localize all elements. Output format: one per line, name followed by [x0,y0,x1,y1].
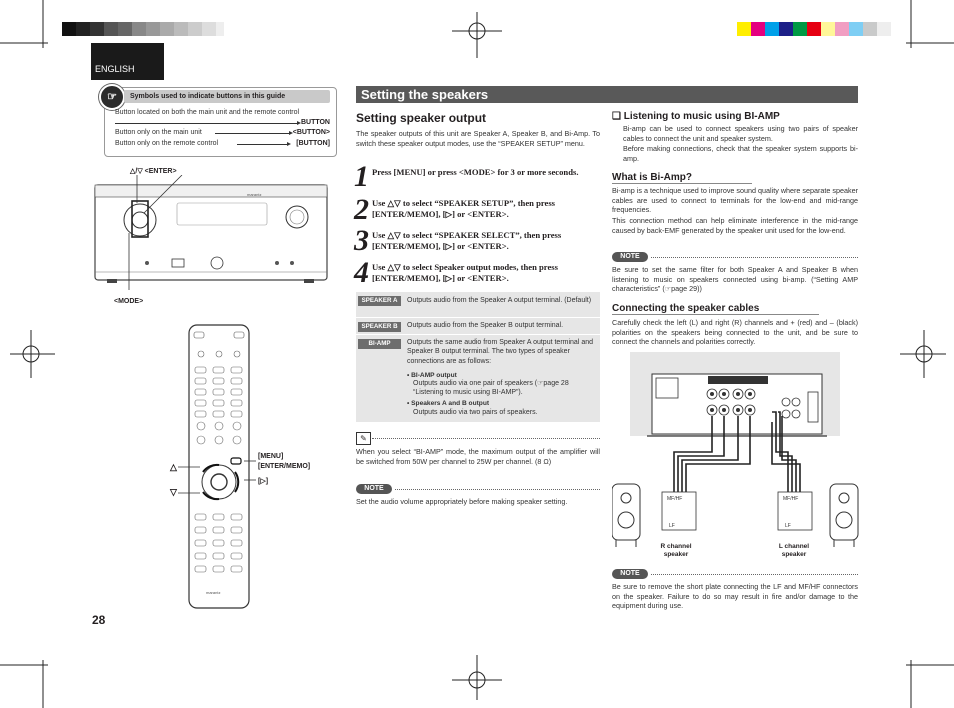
memo-text: When you select “BI-AMP” mode, the maxim… [356,447,600,466]
biamp-note2-text: Be sure to remove the short plate connec… [612,582,858,611]
svg-text:marantz: marantz [247,192,261,197]
note-label: NOTE [612,252,648,262]
button-symbols-legend: ☞ Symbols used to indicate buttons in th… [99,84,337,157]
step-number: 2 [354,193,369,226]
remote-right-label: [▷] [258,478,269,485]
note-label: NOTE [356,484,392,494]
legend-row-desc: Button only on the remote control [115,140,219,147]
biamp-option-desc: Outputs audio via two pairs of speakers. [413,409,538,416]
svg-text:LF: LF [785,523,791,529]
page-number: 28 [92,613,106,627]
note-label: NOTE [612,569,648,579]
legend-row-desc: Button only on the main unit [115,129,202,136]
language-tab: ENGLISH [91,43,164,80]
mode-desc: Outputs audio from the Speaker A output … [407,297,592,304]
step-number: 4 [354,256,369,289]
step-number: 1 [354,160,369,193]
step-text: Use △▽ to select Speaker output modes, t… [372,262,558,283]
mode-tag: SPEAKER A [358,296,401,306]
mode-button-label: <MODE> [114,298,144,305]
legend-row-key: <BUTTON> [292,129,330,136]
biamp-intro2: Before making connections, check that th… [623,144,858,163]
mode-tag: BI-AMP [358,339,401,349]
what-is-biamp-heading: What is Bi-Amp? [612,172,752,184]
svg-text:LF: LF [669,523,675,529]
remote-down-label: ▽ [170,487,177,497]
speaker-mode-table: SPEAKER A Outputs audio from the Speaker… [356,292,600,422]
svg-text:marantz: marantz [206,590,220,595]
r-speaker-caption: R channel speaker [660,543,692,558]
legend-row-key: BUTTON [300,119,330,126]
biamp-option-title: • Speakers A and B output [407,400,490,407]
remote-up-label: △ [170,462,177,472]
what-is-biamp-text: Bi-amp is a technique used to improve so… [612,186,858,215]
biamp-option-title: • BI-AMP output [407,372,457,379]
l-speaker-caption: L channel speaker [778,543,810,558]
speaker-output-intro: The speaker outputs of this unit are Spe… [356,129,600,148]
what-is-biamp-text2: This connection method can help eliminat… [612,216,858,235]
remote-menu-label: [MENU] [258,453,284,460]
connecting-cables-text: Carefully check the left (L) and right (… [612,318,858,347]
speaker-output-heading: Setting speaker output [356,111,487,125]
cursor-enter-label: △/▽ <ENTER> [130,168,177,175]
legend-row-desc: Button located on both the main unit and… [115,109,300,116]
biamp-note-text: Be sure to set the same filter for both … [612,265,858,294]
mode-tag: SPEAKER B [358,322,401,332]
svg-text:MF/HF: MF/HF [783,496,798,502]
remote-enter-memo-label: [ENTER/MEMO] [258,463,311,470]
connecting-cables-heading: Connecting the speaker cables [612,303,820,315]
mode-desc: Outputs audio from the Speaker B output … [407,322,564,329]
mode-desc: Outputs the same audio from Speaker A ou… [407,339,593,365]
legend-title: Symbols used to indicate buttons in this… [124,90,330,103]
memo-pencil-icon: ✎ [356,432,371,445]
biamp-heading: ❑ Listening to music using BI-AMP [612,111,780,122]
guide-pointer-icon: ☞ [99,84,125,110]
step-text: Use △▽ to select “SPEAKER SETUP”, then p… [372,198,556,219]
legend-row-key: [BUTTON] [296,140,330,147]
step-text: Press [MENU] or press <MODE> for 3 or mo… [372,167,579,177]
step-text: Use △▽ to select “SPEAKER SELECT”, then … [372,230,562,251]
remote-control: marantz [188,324,250,609]
remote-callout-lines [178,460,256,494]
biamp-intro: Bi-amp can be used to connect speakers u… [623,124,858,143]
biamp-wiring-diagram: MF/HF LF MF/HF LF [612,352,859,547]
step-number: 3 [354,224,369,257]
svg-text:MF/HF: MF/HF [667,496,682,502]
main-unit-front-panel: marantz [94,175,328,290]
note-text: Set the audio volume appropriately befor… [356,497,568,506]
section-title: Setting the speakers [356,86,858,103]
biamp-option-desc: Outputs audio via one pair of speakers (… [413,380,569,397]
language-label: ENGLISH [95,64,135,74]
